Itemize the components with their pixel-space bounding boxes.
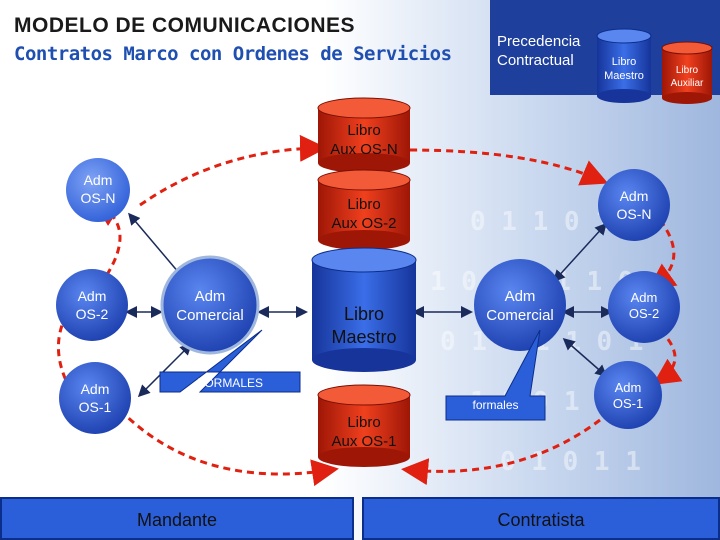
precedence-label: Precedencia Contractual [497, 32, 580, 70]
left-adm-os-1-node [59, 362, 131, 434]
left-adm-os-2-label: Adm OS-2 [56, 288, 128, 323]
precedence-aux-line-1: Libro [675, 65, 699, 76]
precedence-maestro-line-1: Libro [611, 56, 637, 68]
precedence-maestro-label: Libro Maestro [597, 56, 651, 84]
precedence-line-2: Contractual [497, 52, 574, 69]
contratista-label: Contratista [497, 510, 585, 530]
page-title: MODELO DE COMUNICACIONES [14, 14, 356, 37]
right-adm-os-n-line-2: OS-N [616, 205, 652, 222]
left-adm-os-1-line-2: OS-1 [78, 398, 112, 415]
precedence-line-1: Precedencia [497, 33, 581, 50]
right-adm-os-1-line-1: Adm [614, 380, 642, 395]
right-adm-os-2-line-1: Adm [630, 290, 658, 305]
libro-aux-os-1-cylinder [317, 384, 411, 467]
right-adm-comercial-node [474, 259, 566, 351]
left-adm-comercial-node [160, 255, 260, 355]
libro-maestro-line-1: Libro [343, 304, 385, 324]
precedence-maestro-line-2: Maestro [604, 69, 644, 82]
left-adm-os-n-label: Adm OS-N [66, 172, 130, 207]
right-adm-comercial-line-2: Comercial [486, 306, 554, 324]
mandante-label: Mandante [136, 510, 218, 530]
right-adm-os-1-label: Adm OS-1 [594, 380, 662, 413]
right-adm-comercial-line-1: Adm [504, 288, 536, 305]
right-adm-os-2-node [608, 271, 680, 343]
left-adm-comercial-label: Adm Comercial [162, 288, 258, 326]
libro-aux-os-2-label: Libro Aux OS-2 [318, 196, 410, 234]
libro-aux-os-1-line-1: Libro [347, 414, 381, 431]
right-adm-comercial-label: Adm Comercial [474, 288, 566, 326]
left-adm-os-n-line-1: Adm [83, 172, 113, 188]
libro-aux-os-2-line-2: Aux OS-2 [331, 214, 397, 232]
left-adm-comercial-line-2: Comercial [176, 306, 244, 324]
contratista-bar [362, 497, 720, 540]
left-adm-os-2-node [56, 269, 128, 341]
left-adm-os-1-line-1: Adm [80, 381, 110, 397]
right-adm-os-2-label: Adm OS-2 [608, 290, 680, 323]
libro-aux-os-n-label: Libro Aux OS-N [318, 122, 410, 160]
left-adm-os-n-line-2: OS-N [80, 189, 116, 206]
libro-aux-os-1-label: Libro Aux OS-1 [318, 414, 410, 452]
libro-maestro-cylinder [311, 247, 417, 372]
libro-maestro-label: Libro Maestro [312, 303, 416, 348]
svg-text:0 1 0 1 1: 0 1 0 1 1 [500, 447, 641, 477]
page-subtitle: Contratos Marco con Ordenes de Servicios [14, 43, 452, 65]
libro-aux-os-1-line-2: Aux OS-1 [331, 432, 397, 450]
precedence-aux-line-2: Auxiliar [670, 77, 704, 89]
left-adm-os-2-line-1: Adm [77, 288, 107, 304]
left-adm-os-2-line-2: OS-2 [75, 305, 109, 322]
mandante-bar [0, 497, 354, 540]
left-adm-os-1-label: Adm OS-1 [59, 381, 131, 416]
formales-right-callout [445, 329, 546, 421]
right-adm-os-1-line-2: OS-1 [612, 396, 644, 412]
right-adm-os-n-node [598, 169, 670, 241]
formales-right-label: formales [472, 398, 519, 412]
right-adm-os-1-node [594, 361, 662, 429]
connector-lines [125, 212, 613, 398]
right-adm-os-n-line-1: Adm [619, 188, 649, 204]
libro-maestro-line-2: Maestro [331, 326, 397, 347]
right-adm-os-n-label: Adm OS-N [598, 188, 670, 223]
formales-left-label: FORMALES [196, 376, 263, 390]
left-adm-os-n-node [66, 158, 130, 222]
precedence-aux-label: Libro Auxiliar [662, 65, 712, 90]
libro-aux-os-2-cylinder [317, 169, 411, 250]
left-adm-comercial-line-1: Adm [194, 288, 226, 305]
libro-aux-os-2-line-1: Libro [347, 196, 381, 213]
precedence-maestro-cylinder [596, 28, 652, 103]
formales-left-callout [159, 329, 301, 393]
right-adm-os-2-line-2: OS-2 [628, 306, 660, 322]
libro-aux-os-n-line-2: Aux OS-N [330, 140, 398, 158]
libro-aux-os-n-cylinder [317, 97, 411, 173]
libro-aux-os-n-line-1: Libro [347, 122, 381, 139]
precedence-aux-cylinder [661, 41, 713, 104]
